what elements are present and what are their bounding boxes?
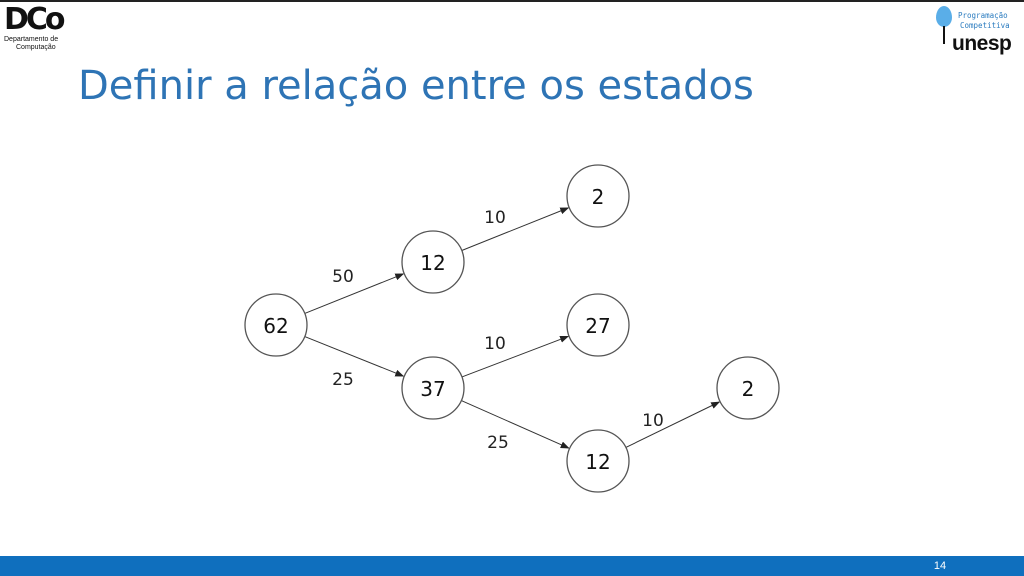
edge-arrow-n37-n12b (461, 400, 570, 449)
balloon-icon (936, 6, 952, 27)
edge-label-n37-n12b: 25 (487, 433, 509, 453)
edge-arrow-n62-n12a (304, 273, 405, 314)
dco-logo-mark: DCo (4, 2, 66, 37)
edge-arrow-n12b-n2b (625, 401, 721, 448)
state-node-circle (244, 293, 308, 357)
state-node-label: 37 (420, 377, 445, 401)
state-node-label: 2 (742, 377, 755, 401)
edge-arrow-n12a-n2a (461, 207, 570, 251)
edge-label-n37-n27: 10 (484, 334, 506, 354)
state-node-circle (566, 293, 630, 357)
state-node-circle (566, 429, 630, 493)
slide-title: Definir a relação entre os estados (78, 63, 754, 109)
footer-bar (0, 556, 1024, 576)
state-node-n62: 62 (244, 293, 308, 357)
logo-text-line2: Competitiva (960, 21, 1010, 30)
programacao-competitiva-text: Programação Competitiva (958, 11, 1010, 31)
edge-label-n12b-n2b: 10 (642, 411, 664, 431)
logo-text-line1: Programação (958, 11, 1008, 20)
edge-arrow-n37-n27 (461, 335, 570, 378)
dco-logo-line2: Computação (16, 44, 56, 51)
edge-label-n62-n12a: 50 (332, 267, 354, 287)
state-node-circle (401, 230, 465, 294)
state-node-label: 62 (263, 314, 288, 338)
state-node-label: 12 (420, 251, 445, 275)
state-node-label: 27 (585, 314, 610, 338)
state-node-circle (716, 356, 780, 420)
state-node-n2a: 2 (566, 164, 630, 228)
state-node-n37: 37 (401, 356, 465, 420)
state-node-label: 12 (585, 450, 610, 474)
state-node-n2b: 2 (716, 356, 780, 420)
unesp-wordmark: unesp (952, 32, 1012, 55)
edge-label-n62-n37: 25 (332, 370, 354, 390)
state-node-circle (401, 356, 465, 420)
dco-logo: DCo Departamento de Computação (4, 4, 76, 54)
state-node-circle (566, 164, 630, 228)
edge-arrow-n62-n37 (304, 336, 405, 377)
state-node-n12a: 12 (401, 230, 465, 294)
edge-label-n12a-n2a: 10 (484, 208, 506, 228)
dco-logo-line1: Departamento de (4, 36, 59, 43)
state-node-n12b: 12 (566, 429, 630, 493)
state-node-label: 2 (592, 185, 605, 209)
page-number: 14 (933, 560, 947, 572)
balloon-string (943, 26, 945, 44)
unesp-logo: Programação Competitiva unesp (932, 4, 1020, 54)
state-node-n27: 27 (566, 293, 630, 357)
top-rule (0, 0, 1024, 2)
